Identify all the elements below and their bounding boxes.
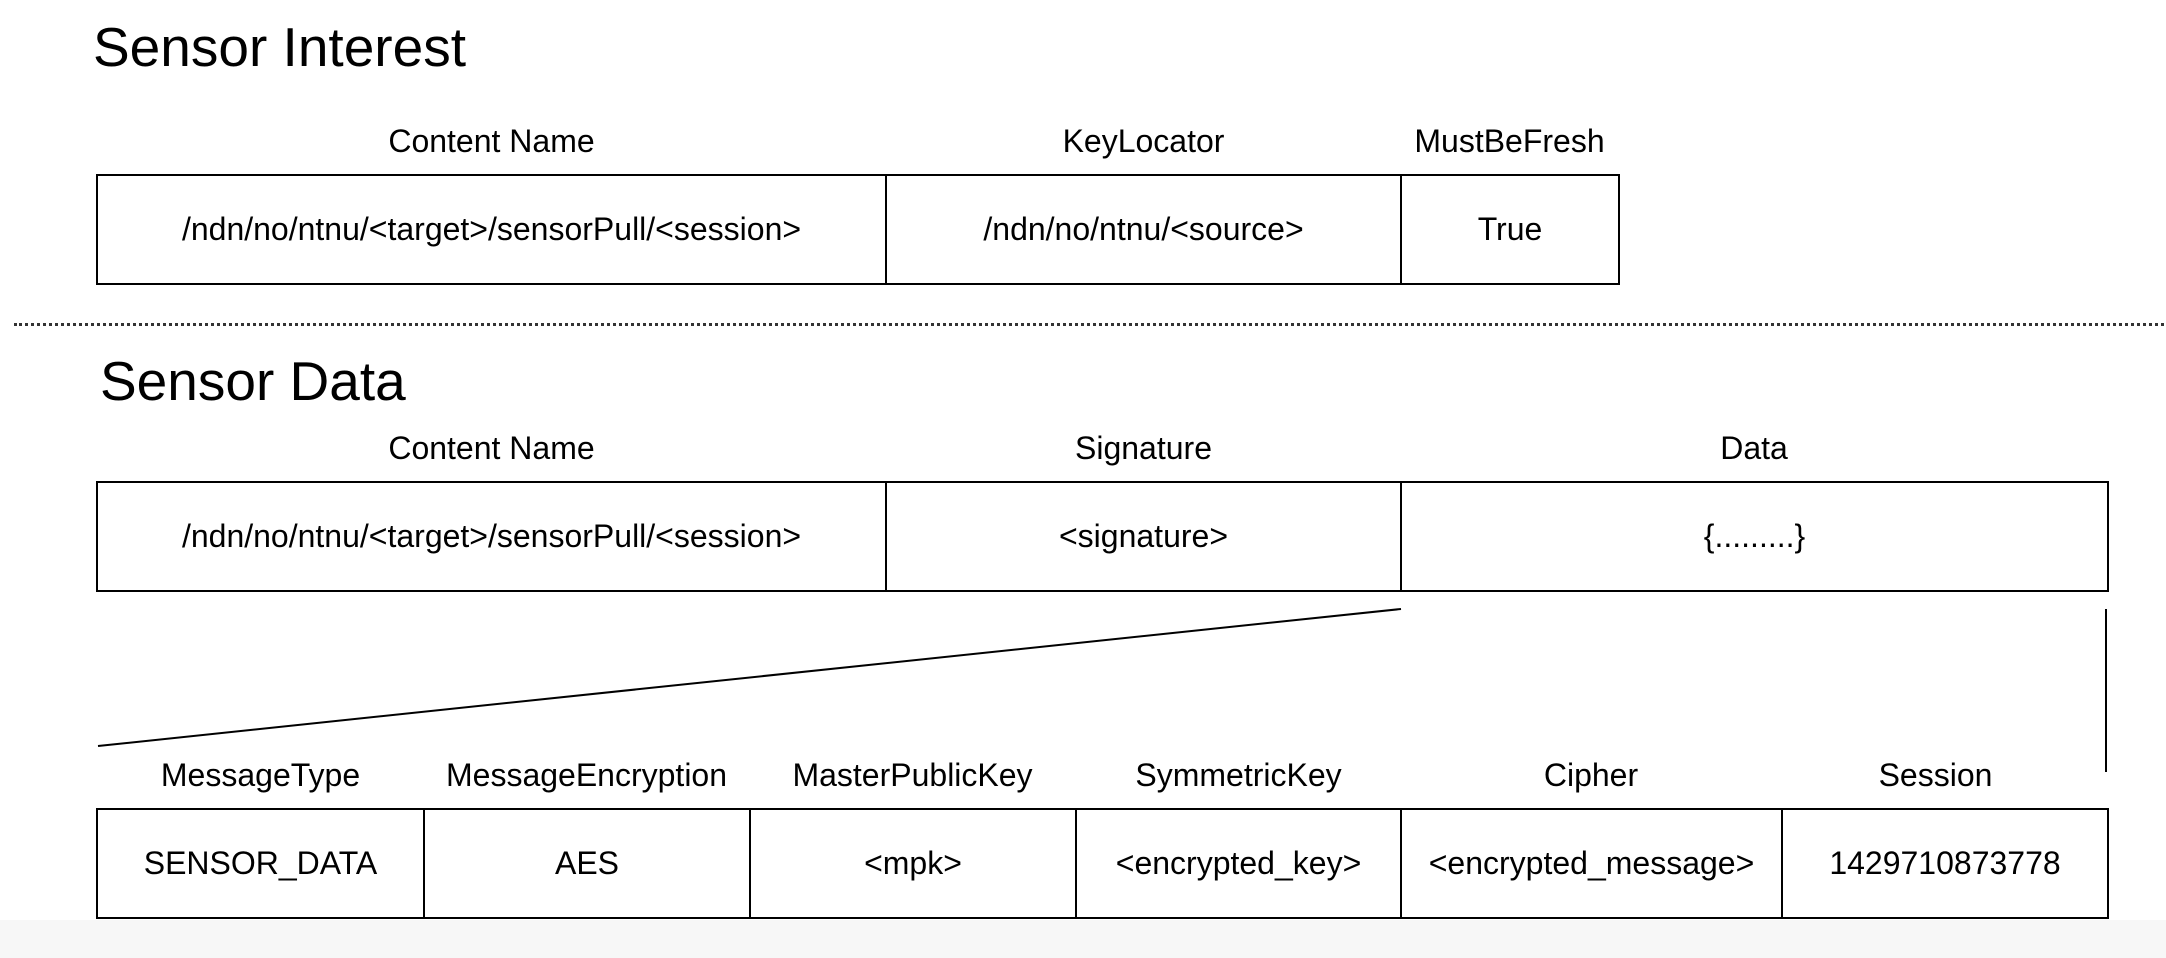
data-data-label: Data (1720, 430, 1788, 466)
interest-content-name-label: Content Name (388, 123, 595, 159)
payload-masterpublickey-cell: <mpk> (749, 808, 1077, 919)
payload-symmetrickey-label: SymmetricKey (1135, 757, 1342, 793)
footer-band (0, 920, 2166, 958)
data-content-name-label: Content Name (388, 430, 595, 466)
data-payload-cell: {.........} (1400, 481, 2109, 592)
payload-session-cell: 1429710873778 (1781, 808, 2109, 919)
interest-mustbefresh-label: MustBeFresh (1414, 123, 1605, 159)
payload-symmetrickey-cell: <encrypted_key> (1075, 808, 1402, 919)
sensor-interest-title: Sensor Interest (93, 16, 466, 78)
section-divider (14, 323, 2164, 326)
payload-messageencryption-label: MessageEncryption (445, 757, 728, 793)
payload-cipher-cell: <encrypted_message> (1400, 808, 1783, 919)
interest-content-name-cell: /ndn/no/ntnu/<target>/sensorPull/<sessio… (96, 174, 887, 285)
interest-keylocator-label: KeyLocator (1062, 123, 1225, 159)
expansion-line-left (97, 608, 1402, 747)
payload-masterpublickey-label: MasterPublicKey (792, 757, 1033, 793)
sensor-data-title: Sensor Data (100, 350, 406, 412)
interest-keylocator-cell: /ndn/no/ntnu/<source> (885, 174, 1402, 285)
payload-messagetype-cell: SENSOR_DATA (96, 808, 425, 919)
payload-messagetype-label: MessageType (160, 757, 361, 793)
payload-session-label: Session (1878, 757, 1993, 793)
data-signature-label: Signature (1075, 430, 1212, 466)
payload-cipher-label: Cipher (1543, 757, 1639, 793)
interest-mustbefresh-cell: True (1400, 174, 1620, 285)
payload-messageencryption-cell: AES (423, 808, 751, 919)
